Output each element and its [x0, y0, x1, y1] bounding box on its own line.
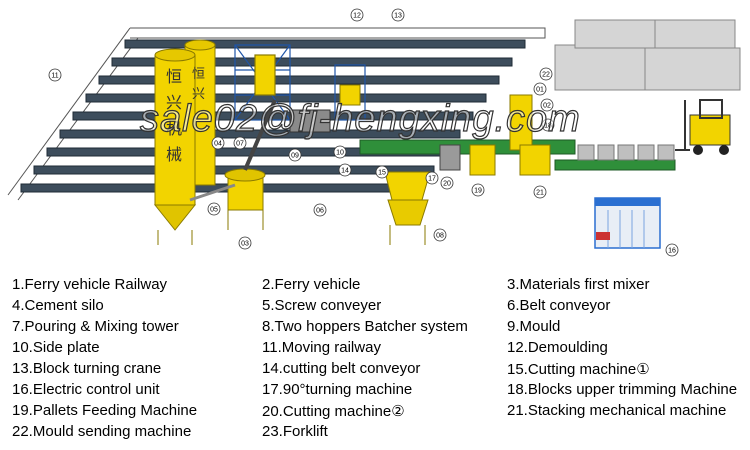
callout-label: 11: [51, 73, 58, 80]
block-pile: [597, 144, 615, 161]
callout-08: 08: [433, 228, 447, 242]
callout-19: 19: [471, 183, 485, 197]
callout-label: 08: [436, 233, 444, 240]
legend-item-2: 2.Ferry vehicle: [262, 276, 361, 293]
cement-silo-4: [153, 39, 216, 245]
legend-item-22: 22.Mould sending machine: [12, 423, 192, 440]
callout-label: 22: [542, 72, 550, 79]
legend-item-5: 5.Screw conveyer: [262, 297, 382, 314]
callout-label: 01: [536, 87, 544, 94]
callout-12: 12: [350, 8, 364, 22]
silo2-char-0: 恒: [192, 67, 205, 82]
two-hoppers-batcher: [384, 171, 431, 245]
legend-item-20: 20.Cutting machine②: [262, 403, 405, 420]
electric-control-unit: [594, 197, 661, 249]
callout-06: 06: [313, 203, 327, 217]
legend-item-11: 11.Moving railway: [262, 339, 381, 356]
legend-item-14: 14.cutting belt conveyor: [262, 360, 421, 377]
legend-item-15: 15.Cutting machine①: [507, 361, 650, 378]
screw-conveyer: [189, 183, 236, 202]
legend-item-16: 16.Electric control unit: [12, 381, 160, 398]
legend: 1.Ferry vehicle Railway 2.Ferry vehicle …: [0, 270, 750, 450]
pallet-row: [85, 93, 487, 103]
legend-item-23: 23.Forklift: [262, 423, 328, 440]
mixing-tower: [234, 44, 291, 121]
legend-item-19: 19.Pallets Feeding Machine: [12, 402, 198, 419]
callout-label: 04: [214, 141, 222, 148]
block-pile: [617, 144, 635, 161]
callouts: 11 12 13 22 01 02 03 04 05 06 07 08 09 10 14 15 16 17 18 19…: [48, 8, 679, 257]
callout-13: 13: [391, 8, 405, 22]
legend-item-18: 18.Blocks upper trimming Machine: [507, 381, 738, 398]
callout-15: 15: [375, 165, 389, 179]
legend-item-13: 13.Block turning crane: [12, 360, 162, 377]
pallet-row: [111, 57, 513, 67]
callout-03: 03: [238, 236, 252, 250]
belt-conveyor: [243, 99, 277, 171]
callout-17: 17: [425, 171, 439, 185]
pallet-row: [98, 75, 500, 85]
first-mixer: [224, 168, 266, 230]
callout-label: 05: [210, 207, 218, 214]
callout-11: 11: [48, 68, 62, 82]
legend-item-12: 12.Demoulding: [507, 339, 608, 356]
legend-item-17: 17.90°turning machine: [262, 381, 413, 398]
callout-label: 07: [236, 141, 244, 148]
callout-16: 16: [665, 243, 679, 257]
watermark-text: sale02@fj-hengxing.com: [139, 97, 581, 140]
callout-21: 21: [533, 185, 547, 199]
callout-label: 06: [316, 208, 324, 215]
pallet-row: [124, 39, 526, 49]
legend-item-9: 9.Mould: [507, 318, 561, 335]
callout-label: 20: [443, 181, 451, 188]
callout-14: 14: [338, 163, 352, 177]
block-stacks: [554, 19, 741, 91]
block-pile: [577, 144, 595, 161]
block-pile: [637, 144, 655, 161]
callout-label: 14: [341, 168, 349, 175]
silo-char-2: 机: [166, 119, 182, 138]
silo-char-0: 恒: [166, 67, 182, 86]
callout-04: 04: [211, 136, 225, 150]
callout-label: 15: [378, 170, 386, 177]
silo-char-3: 械: [166, 145, 182, 164]
silo-char-1: 兴: [166, 93, 182, 112]
legend-item-8: 8.Two hoppers Batcher system: [262, 318, 468, 335]
legend-item-1: 1.Ferry vehicle Railway: [12, 276, 168, 293]
legend-item-21: 21.Stacking mechanical machine: [507, 402, 727, 419]
callout-label: 02: [543, 103, 551, 110]
callout-18: 18: [541, 118, 555, 132]
callout-label: 12: [353, 13, 361, 20]
callout-22: 22: [539, 67, 553, 81]
callout-07: 07: [233, 136, 247, 150]
callout-label: 18: [544, 123, 552, 130]
silo2-char-1: 兴: [192, 87, 205, 102]
callout-10: 10: [333, 145, 347, 159]
callout-label: 10: [336, 150, 344, 157]
legend-item-3: 3.Materials first mixer: [507, 276, 650, 293]
callout-label: 17: [428, 176, 436, 183]
callout-09: 09: [288, 148, 302, 162]
callout-01: 01: [533, 82, 547, 96]
legend-item-4: 4.Cement silo: [12, 297, 104, 314]
block-pile: [657, 144, 675, 161]
callout-05: 05: [207, 202, 221, 216]
callout-label: 13: [394, 13, 402, 20]
callout-label: 03: [241, 241, 249, 248]
callout-02: 02: [540, 98, 554, 112]
cutting-line: [359, 94, 576, 176]
callout-label: 19: [474, 188, 482, 195]
legend-item-10: 10.Side plate: [12, 339, 100, 356]
callout-label: 09: [291, 153, 299, 160]
legend-item-7: 7.Pouring & Mixing tower: [12, 318, 179, 335]
forklift: [675, 99, 731, 155]
stacking-conveyor: [554, 144, 676, 171]
callout-label: 21: [536, 190, 544, 197]
callout-label: 16: [668, 248, 676, 255]
callout-20: 20: [440, 176, 454, 190]
mould-area: [289, 64, 366, 133]
plant-diagram: 恒 兴 机 械 恒 兴: [7, 8, 741, 257]
legend-item-6: 6.Belt conveyor: [507, 297, 611, 314]
